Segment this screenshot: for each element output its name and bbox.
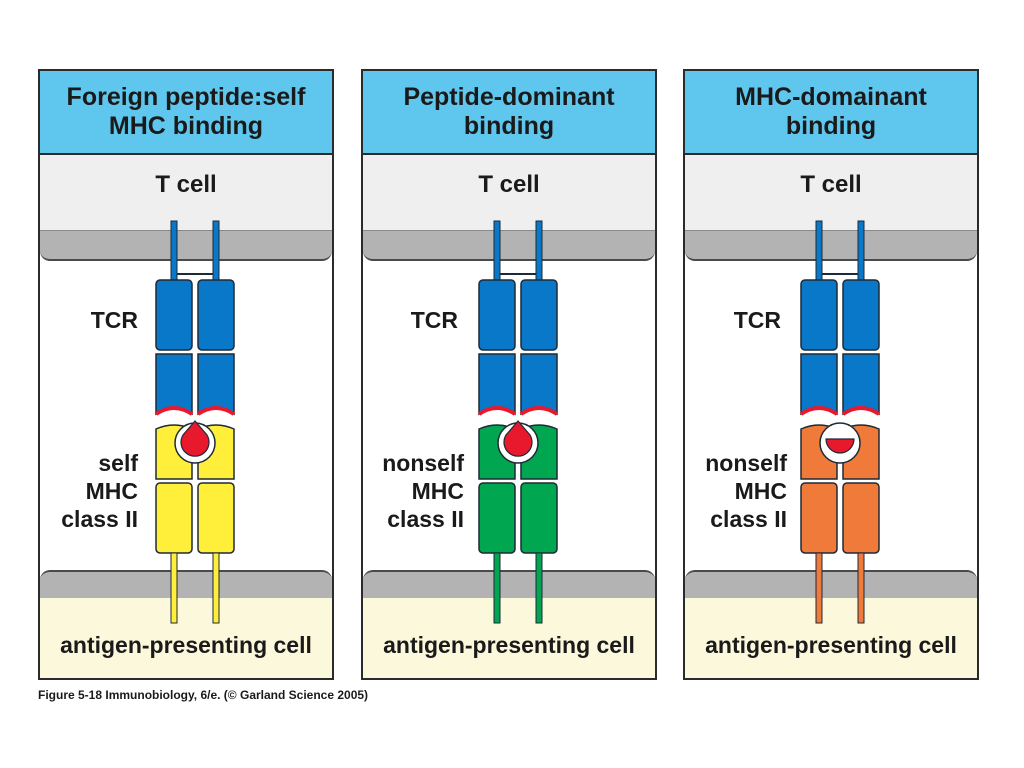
panel-header: MHC-domainant binding bbox=[685, 71, 977, 155]
title-line-2: binding bbox=[785, 112, 877, 140]
apc-membrane bbox=[685, 570, 977, 600]
t-cell-region bbox=[363, 155, 655, 230]
tcr-variable-domain bbox=[800, 353, 838, 416]
t-cell-label: T cell bbox=[800, 171, 862, 198]
tcr-label: TCR bbox=[410, 307, 458, 333]
tcr-constant-domain bbox=[520, 279, 558, 351]
mhc-stalk bbox=[212, 552, 220, 624]
mhc-label-line-1: self bbox=[98, 450, 138, 476]
mhc-stalk bbox=[535, 552, 543, 624]
tcr-constant-domain bbox=[842, 279, 880, 351]
tcr-stalk bbox=[535, 220, 543, 284]
panel-foreign-peptide-self-mhc: Foreign peptide:self MHC binding T cell … bbox=[38, 69, 334, 680]
apc-label: antigen-presenting cell bbox=[383, 632, 635, 658]
mhc-label-line-2: MHC bbox=[411, 478, 464, 504]
tcr-variable-domain bbox=[842, 353, 880, 416]
tcr-contact-region bbox=[154, 406, 236, 416]
panel-header: Foreign peptide:self MHC binding bbox=[40, 71, 332, 155]
mhc-label-line-2: MHC bbox=[734, 478, 787, 504]
peptide bbox=[503, 420, 533, 457]
mhc-alpha2-domain bbox=[155, 482, 193, 554]
receptor-complex-diagram bbox=[799, 220, 881, 624]
mhc-label-line-3: class II bbox=[61, 506, 138, 532]
apc-label: antigen-presenting cell bbox=[60, 632, 312, 658]
mhc-label-line-1: nonself bbox=[705, 450, 787, 476]
apc-region bbox=[685, 598, 977, 678]
tcr-variable-domain bbox=[520, 353, 558, 416]
title-line-2: binding bbox=[463, 112, 555, 140]
mhc-alpha2-domain bbox=[478, 482, 516, 554]
apc-membrane bbox=[363, 570, 655, 600]
title-line-1: MHC-domainant bbox=[735, 83, 927, 111]
t-cell-label: T cell bbox=[478, 171, 540, 198]
tcr-contact-region bbox=[477, 406, 559, 416]
tcr-variable-domain bbox=[197, 353, 235, 416]
t-cell-region bbox=[40, 155, 332, 230]
t-cell-membrane bbox=[363, 230, 655, 261]
mhc-label: nonself MHC class II bbox=[685, 449, 787, 533]
receptor-complex-diagram bbox=[477, 220, 559, 624]
tcr-stalk bbox=[815, 220, 823, 284]
t-cell-region bbox=[685, 155, 977, 230]
t-cell-label: T cell bbox=[155, 171, 217, 198]
panel-header: Peptide-dominant binding bbox=[363, 71, 655, 155]
tcr-variable-domain bbox=[478, 353, 516, 416]
panel-title: Foreign peptide:self MHC binding bbox=[57, 83, 316, 141]
mhc-label-line-3: class II bbox=[387, 506, 464, 532]
tcr-constant-domain bbox=[478, 279, 516, 351]
mhc-alpha2-domain bbox=[800, 482, 838, 554]
panel-title: MHC-domainant binding bbox=[725, 83, 937, 141]
tcr-contact-region bbox=[799, 406, 881, 416]
tcr-label: TCR bbox=[90, 307, 138, 333]
t-cell-membrane bbox=[40, 230, 332, 261]
figure-caption: Figure 5-18 Immunobiology, 6/e. (© Garla… bbox=[38, 688, 369, 702]
mhc-alpha2-domain bbox=[520, 482, 558, 554]
title-line-2: MHC binding bbox=[108, 112, 264, 140]
mhc-stalk bbox=[815, 552, 823, 624]
panel-mhc-dominant: MHC-domainant binding T cell antigen-pre… bbox=[683, 69, 979, 680]
mhc-stalk bbox=[493, 552, 501, 624]
apc-label: antigen-presenting cell bbox=[705, 632, 957, 658]
peptide bbox=[180, 420, 210, 457]
tcr-stalk bbox=[493, 220, 501, 284]
tcr-constant-domain bbox=[800, 279, 838, 351]
panel-title: Peptide-dominant binding bbox=[393, 83, 624, 141]
tcr-variable-domain bbox=[155, 353, 193, 416]
mhc-label-line-1: nonself bbox=[382, 450, 464, 476]
apc-membrane bbox=[40, 570, 332, 600]
tcr-constant-domain bbox=[197, 279, 235, 351]
apc-region bbox=[363, 598, 655, 678]
mhc-label-line-2: MHC bbox=[85, 478, 138, 504]
panel-peptide-dominant: Peptide-dominant binding T cell antigen-… bbox=[361, 69, 657, 680]
mhc-alpha2-domain bbox=[197, 482, 235, 554]
title-line-1: Foreign peptide:self bbox=[66, 83, 306, 111]
mhc-alpha2-domain bbox=[842, 482, 880, 554]
tcr-stalk bbox=[857, 220, 865, 284]
tcr-stalk bbox=[170, 220, 178, 284]
apc-region bbox=[40, 598, 332, 678]
mhc-stalk bbox=[170, 552, 178, 624]
peptide bbox=[825, 438, 855, 454]
tcr-constant-domain bbox=[155, 279, 193, 351]
title-line-1: Peptide-dominant bbox=[403, 83, 615, 111]
tcr-stalk bbox=[212, 220, 220, 284]
mhc-label-line-3: class II bbox=[710, 506, 787, 532]
tcr-label: TCR bbox=[733, 307, 781, 333]
receptor-complex-diagram bbox=[154, 220, 236, 624]
mhc-label: nonself MHC class II bbox=[363, 449, 464, 533]
mhc-label: self MHC class II bbox=[40, 449, 138, 533]
mhc-stalk bbox=[857, 552, 865, 624]
t-cell-membrane bbox=[685, 230, 977, 261]
